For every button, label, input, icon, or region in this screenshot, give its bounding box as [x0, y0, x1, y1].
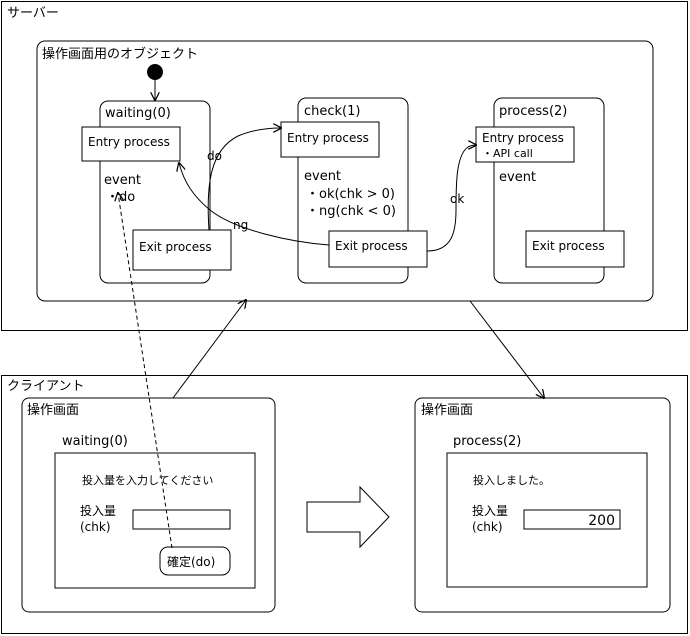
left-screen-panel: [21, 397, 276, 613]
server-frame: [1, 1, 688, 331]
right-screen-message: 投入しました。: [473, 473, 550, 487]
left-screen-field-sublabel: (chk): [80, 520, 111, 534]
process-entry-label: Entry process: [482, 131, 564, 145]
right-screen-state-name: process(2): [453, 434, 521, 449]
left-screen-state-name: waiting(0): [62, 434, 128, 449]
waiting-exit-label: Exit process: [139, 240, 212, 254]
process-exit-label: Exit process: [532, 239, 605, 253]
transition-do: [207, 128, 281, 231]
transition-ng-label: ng: [233, 218, 248, 232]
server-title: サーバー: [7, 6, 59, 21]
waiting-entry-label: Entry process: [88, 135, 170, 149]
check-entry-box: [280, 121, 380, 158]
check-event-label: event: [304, 169, 341, 184]
left-screen-input[interactable]: [132, 509, 231, 530]
transition-ok-label: ok: [450, 192, 464, 206]
left-screen-message: 投入量を入力してください: [82, 473, 213, 487]
right-screen-input[interactable]: [523, 509, 621, 530]
process-entry-box: [475, 126, 575, 163]
waiting-exit-box: [132, 229, 232, 271]
check-event-item-ok: ・ok(chk > 0): [306, 187, 395, 202]
right-screen-field-sublabel: (chk): [472, 520, 503, 534]
server-to-client-arrow: [469, 300, 544, 398]
object-panel-title: 操作画面用のオブジェクト: [42, 46, 198, 62]
initial-state-marker: [147, 64, 163, 80]
transition-ng: [179, 163, 330, 246]
state-process-name: process(2): [499, 104, 567, 119]
waiting-entry-box: [81, 126, 181, 162]
left-screen-field-label: 投入量: [80, 503, 116, 518]
transition-do-label: do: [207, 149, 222, 163]
object-panel: [36, 40, 654, 302]
waiting-event-item: ・do: [106, 190, 135, 205]
state-check-name: check(1): [304, 104, 360, 119]
right-screen-title: 操作画面: [421, 402, 473, 418]
check-exit-box: [328, 230, 428, 268]
confirm-button[interactable]: [159, 546, 231, 576]
client-frame: [1, 375, 688, 634]
check-entry-label: Entry process: [287, 131, 369, 145]
check-exit-label: Exit process: [335, 239, 408, 253]
transition-ok: [426, 145, 476, 252]
right-screen-field-label: 投入量: [472, 503, 508, 518]
screen-transition-arrow: [306, 485, 390, 549]
waiting-event-label: event: [104, 173, 141, 188]
state-waiting-name: waiting(0): [105, 106, 171, 121]
left-screen-title: 操作画面: [27, 402, 79, 418]
confirm-button-label: 確定(do): [167, 554, 215, 569]
client-title: クライアント: [7, 379, 84, 394]
process-event-label: event: [499, 170, 536, 185]
right-screen-input-value: 200: [588, 513, 615, 529]
client-to-server-arrow: [172, 300, 246, 399]
check-event-item-ng: ・ng(chk < 0): [306, 204, 396, 219]
do-event-link: [118, 193, 173, 549]
process-exit-box: [525, 230, 625, 268]
process-entry-item: ・API call: [482, 147, 533, 160]
